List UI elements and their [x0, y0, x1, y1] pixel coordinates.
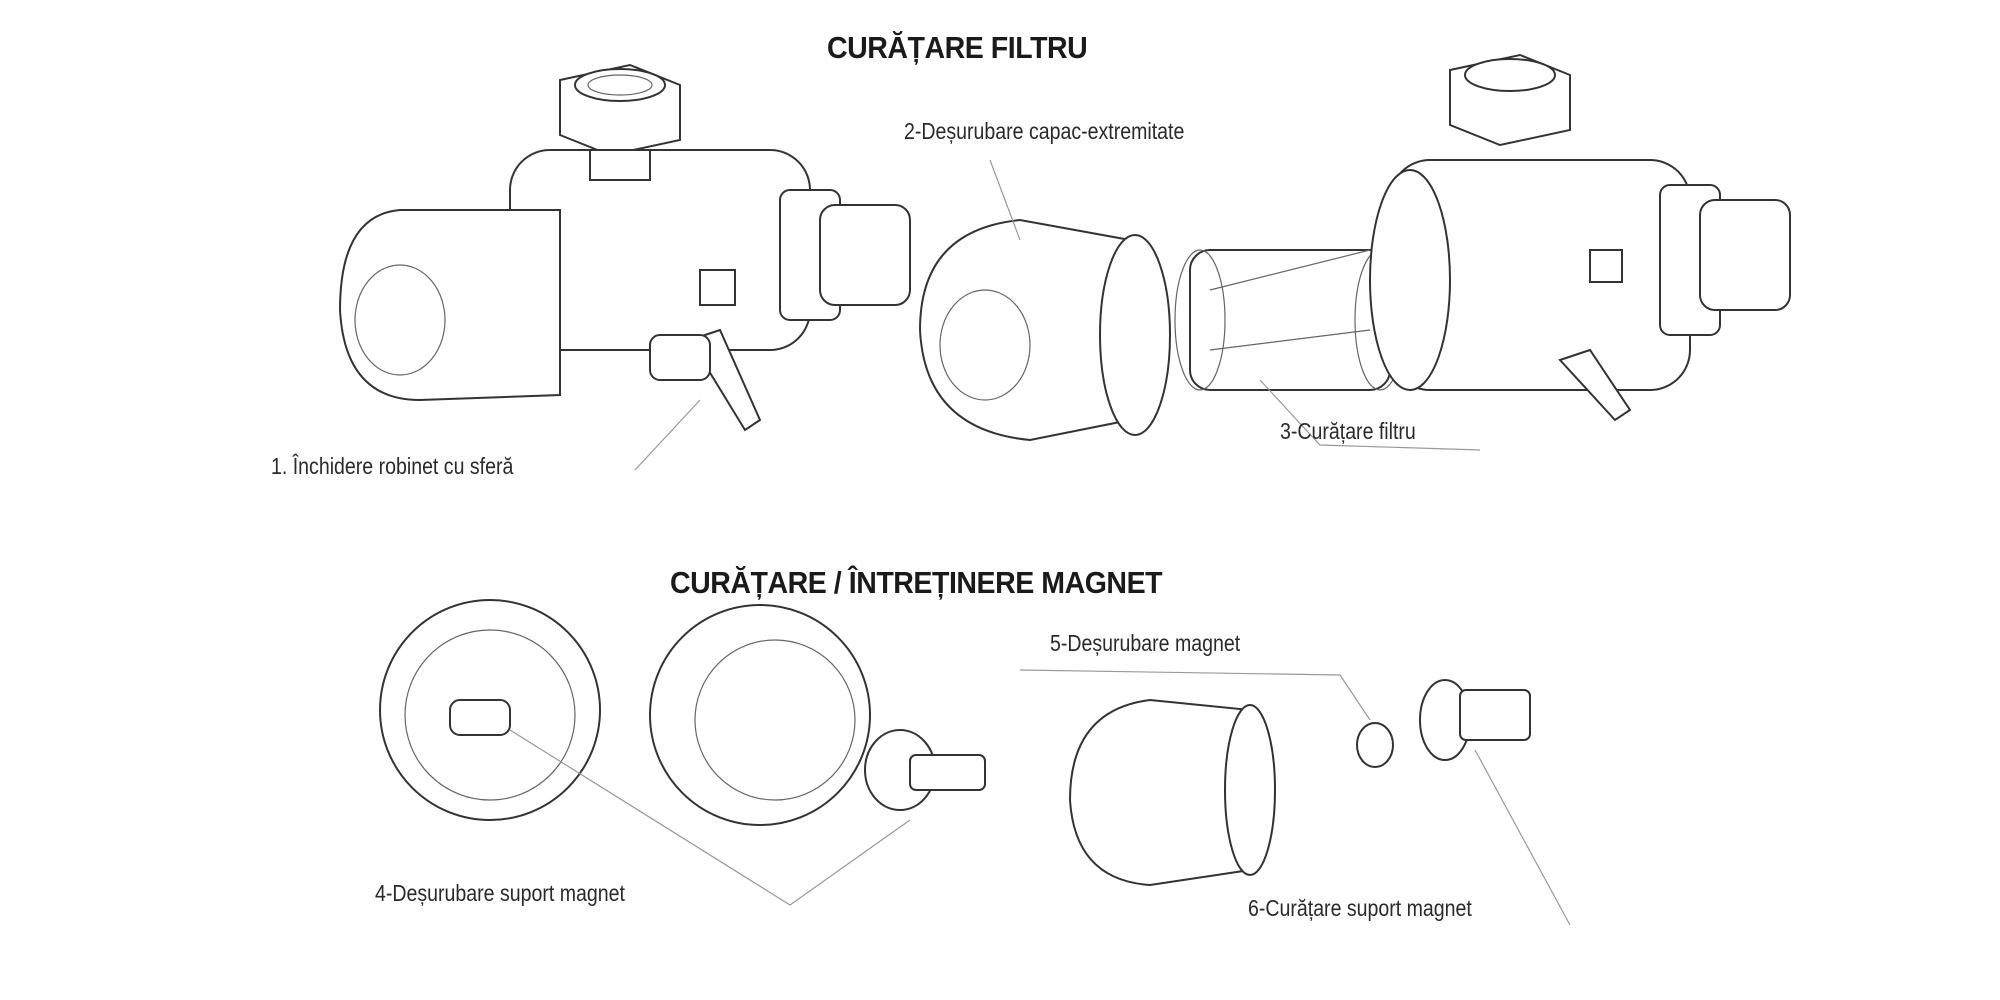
magnet-holder-views [379, 599, 986, 906]
step-3-label: 3-Curățare filtru [1280, 418, 1416, 444]
magnet-removal-views [1019, 669, 1571, 926]
section-title-magnet-maintenance: CURĂȚARE / ÎNTREȚINERE MAGNET [670, 565, 1163, 600]
step-2-label: 2-Deșurubare capac-extremitate [904, 118, 1185, 144]
section-title-filter-cleaning: CURĂȚARE FILTRU [827, 30, 1088, 65]
step-6-label: 6-Curățare suport magnet [1248, 895, 1472, 921]
step-5-label: 5-Deșurubare magnet [1050, 630, 1241, 656]
filter-assembly-exploded [918, 53, 1791, 451]
step-4-label: 4-Deșurubare suport magnet [375, 880, 625, 906]
filter-assembly-closed [338, 63, 911, 471]
step-1-label: 1. Închidere robinet cu sferă [271, 453, 514, 479]
